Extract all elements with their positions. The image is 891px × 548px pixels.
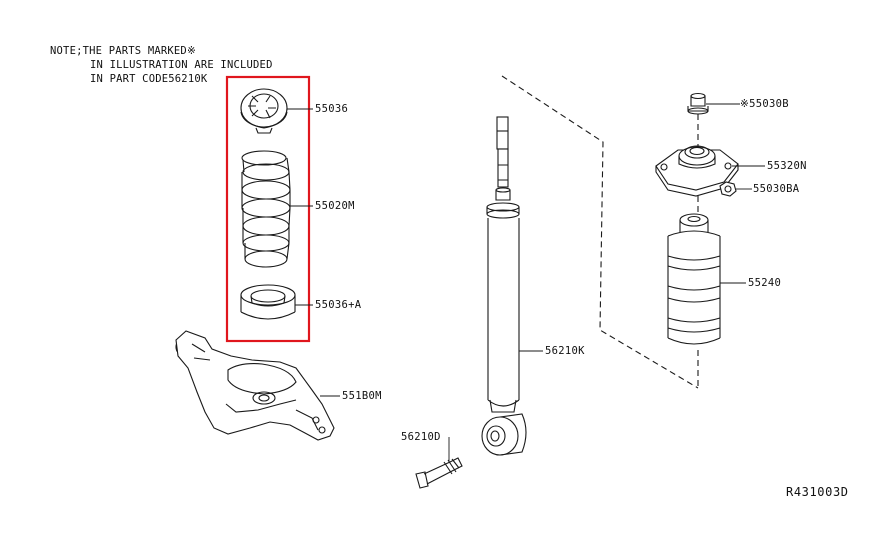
lower-arm[interactable] [175,330,335,441]
shock-absorber[interactable] [481,116,527,456]
callout-55036a[interactable]: 55036+A [315,299,362,311]
reference-code: R431003D [786,485,849,499]
nut[interactable] [719,181,737,197]
lower-spring-seat[interactable] [240,284,296,320]
bound-bumper[interactable] [667,213,721,345]
highlight-box [225,75,311,343]
callout-55036[interactable]: 55036 [315,103,349,115]
callout-56210d[interactable]: 56210D [401,431,441,443]
callout-56210k[interactable]: 56210K [545,345,585,357]
callout-55020m[interactable]: 55020M [315,200,355,212]
callout-55320n[interactable]: 55320N [767,160,807,172]
upper-spring-seat[interactable] [240,88,288,134]
top-nut[interactable] [687,92,709,115]
callout-55240[interactable]: 55240 [748,277,782,289]
note-line-3: IN PART CODE56210K [90,73,208,85]
bolt[interactable] [415,457,463,489]
callout-551b0m[interactable]: 551B0M [342,390,382,402]
callout-55030ba[interactable]: 55030BA [753,183,800,195]
assembly-dashed-lines [501,75,699,389]
callout-55030b[interactable]: ※55030B [740,98,789,110]
coil-spring[interactable] [241,150,291,268]
mounting-insulator[interactable] [655,145,739,197]
leader-lines [287,103,765,462]
note-line-1: NOTE;THE PARTS MARKED※ [50,45,196,57]
note-line-2: IN ILLUSTRATION ARE INCLUDED [90,59,273,71]
